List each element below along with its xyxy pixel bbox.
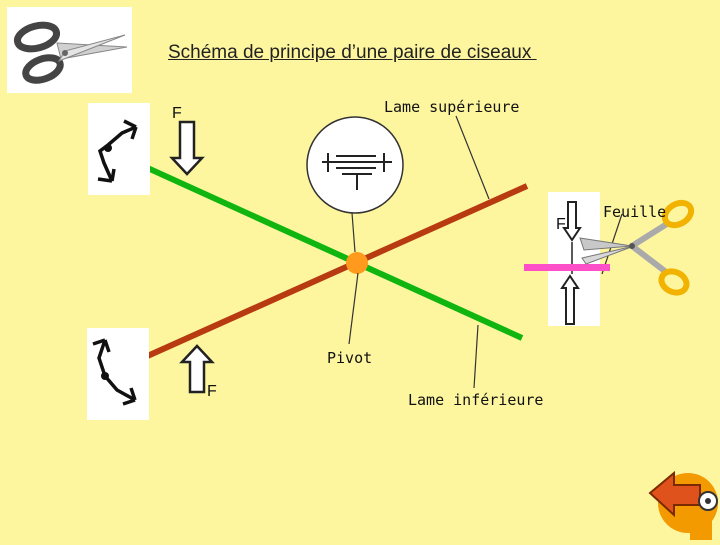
pivot-leader	[348, 272, 359, 345]
scissors-icon	[13, 21, 128, 84]
upper-blade-line	[106, 147, 524, 341]
pivot-point	[346, 252, 368, 274]
sheet-detail-icon	[560, 201, 582, 325]
diagram-title: Schéma de principe d’une paire de ciseau…	[168, 42, 537, 63]
lower-blade-line	[141, 183, 529, 361]
lower-blade-label: Lame inférieure	[408, 391, 544, 409]
scissors-thumbnail	[7, 7, 132, 93]
scissors-icon	[579, 199, 695, 296]
rotation-arrows-icon	[87, 328, 149, 420]
next-arrow-icon	[648, 470, 718, 540]
force-label-top-left: F	[172, 105, 182, 122]
upper-blade-label: Lame supérieure	[384, 98, 520, 116]
upper-blade-leader	[455, 115, 490, 200]
pivot-detail-icon	[318, 152, 392, 192]
rotation-arrows-icon	[88, 103, 150, 195]
force-label-right: F	[556, 216, 566, 233]
lower-blade-leader	[473, 324, 479, 389]
pivot-label: Pivot	[327, 349, 373, 367]
force-arrow-top-left	[169, 120, 205, 176]
sheet-label: Feuille	[603, 203, 667, 221]
next-button[interactable]	[644, 465, 720, 540]
pivot-connector	[351, 212, 356, 253]
force-arrow-bottom	[179, 344, 215, 394]
force-label-bottom: F	[207, 383, 217, 400]
sheet-of-paper	[524, 264, 610, 271]
